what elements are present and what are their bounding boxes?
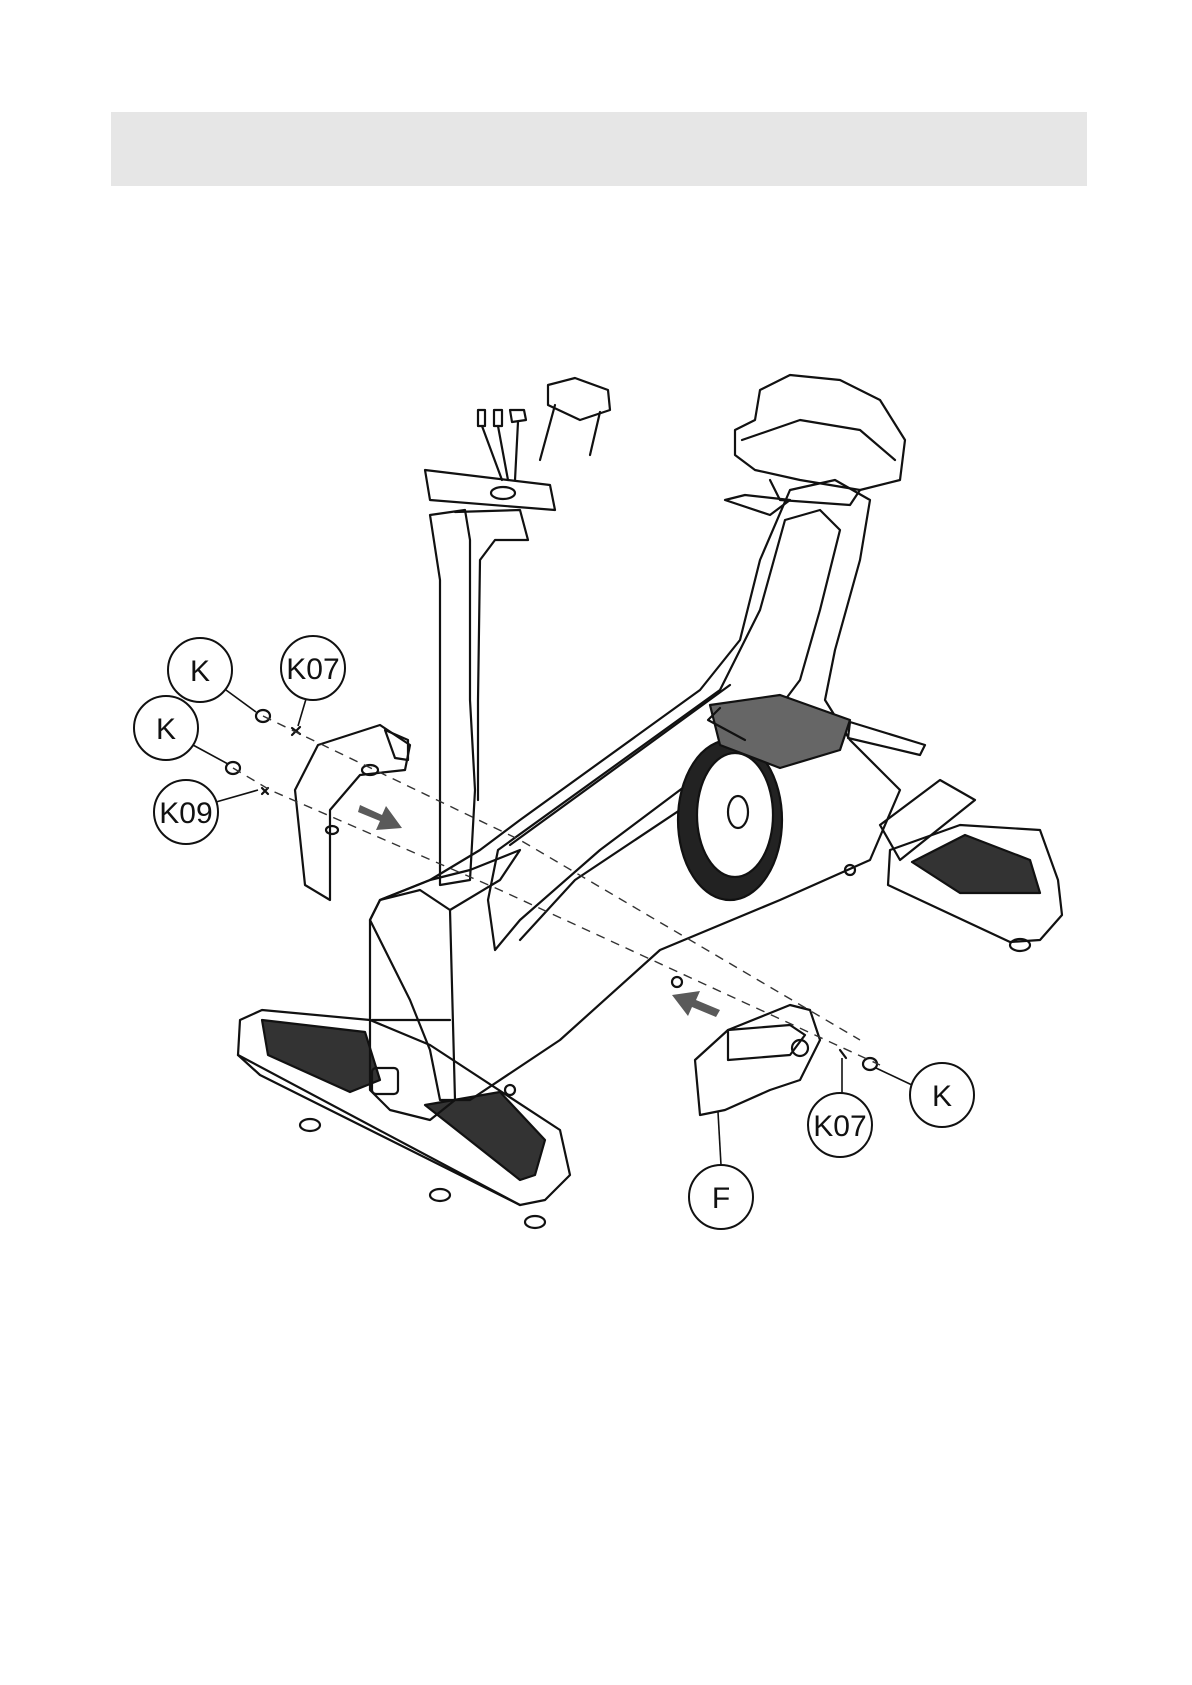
callout-label: F [712, 1182, 730, 1215]
callout-label: K07 [813, 1110, 866, 1143]
main-frame [370, 480, 900, 1100]
flywheel [678, 740, 782, 900]
callout-k09: K09 [154, 780, 258, 844]
callout-label: K [932, 1080, 952, 1113]
direction-arrows [358, 805, 720, 1017]
left-cover-part [295, 725, 410, 900]
arrow-right [358, 805, 402, 830]
seat [725, 375, 905, 515]
top-plate-parts [478, 378, 610, 480]
right-cover-part [695, 1005, 820, 1115]
callout-label: K07 [286, 653, 339, 686]
callout-label: K [190, 655, 210, 688]
callout-k07-top: K07 [281, 636, 345, 726]
left-base-foot [238, 1010, 570, 1228]
callout-k-right: K [876, 1063, 974, 1127]
callout-f: F [689, 1112, 753, 1229]
arrow-left [672, 991, 720, 1017]
callout-k07-right: K07 [808, 1058, 872, 1157]
callout-label: K [156, 713, 176, 746]
callout-k-mid: K [134, 696, 228, 764]
right-base-foot [880, 780, 1062, 951]
lower-column [370, 850, 520, 1120]
callout-label: K09 [159, 797, 212, 830]
